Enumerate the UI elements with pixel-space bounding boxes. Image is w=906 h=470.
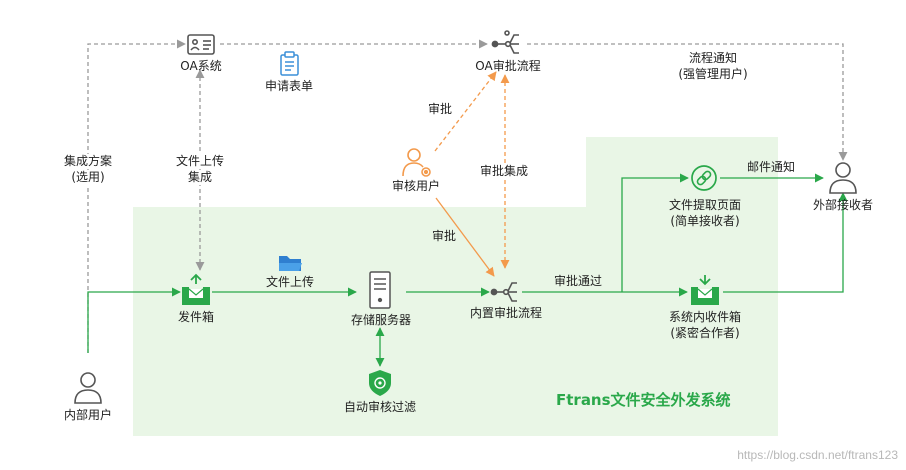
file-upload-label: 文件上传: [265, 275, 315, 289]
user-gear-icon: [402, 148, 431, 177]
system-zone: [133, 137, 778, 436]
flow-branch-icon-oa: [491, 30, 519, 54]
shield-target-icon: [369, 370, 391, 396]
watermark: https://blog.csdn.net/ftrans123: [737, 448, 898, 462]
builtin-approval-flow-label: 内置审批流程: [469, 306, 543, 320]
application-form-label: 申请表单: [264, 79, 314, 93]
file-pickup-page-sub-label: (简单接收者): [670, 214, 740, 228]
green-connectors: [87, 173, 848, 367]
auto-audit-filter-label: 自动审核过滤: [343, 400, 417, 414]
approve-mid-line: [435, 197, 495, 277]
external-receiver-label: 外部接收者: [812, 198, 874, 212]
oa-system-label: OA系统: [180, 59, 222, 73]
orange-connectors: [434, 71, 510, 277]
email-notice-label: 邮件通知: [746, 160, 796, 174]
integration-plan-label: 集成方案: [63, 154, 113, 169]
file-upload-integration-sub-label: 集成: [187, 170, 213, 185]
integration-plan-line: [87, 39, 186, 353]
system-name-label: Ftrans文件安全外发系统: [556, 391, 731, 409]
user-icon-internal: [74, 372, 102, 404]
file-pickup-page-label: 文件提取页面: [668, 198, 742, 212]
user-icon-external: [829, 162, 857, 194]
storage-server-label: 存储服务器: [350, 313, 412, 327]
system-inbox-sub-label: (紧密合作者): [670, 326, 740, 340]
process-notice-label: 流程通知: [688, 51, 738, 65]
approve-top-line: [434, 71, 497, 152]
internal-to-outbox-line: [87, 287, 181, 353]
process-notice-line: [527, 43, 848, 161]
system-inbox-label: 系统内收件箱: [668, 310, 742, 324]
approve-top-label: 审批: [428, 102, 453, 116]
inbox-to-receiver-line: [723, 192, 848, 293]
approver-user-label: 审核用户: [391, 179, 441, 193]
approval-passed-label: 审批通过: [553, 274, 603, 288]
integration-plan-sub-label: (选用): [71, 170, 105, 185]
file-upload-integration-label: 文件上传: [175, 154, 225, 169]
process-notice-sub-label: (强管理用户): [678, 67, 748, 81]
flow-branch-icon-builtin: [490, 282, 517, 302]
approval-integration-label: 审批集成: [480, 164, 529, 179]
clipboard-icon: [280, 51, 299, 76]
server-icon: [369, 271, 391, 309]
to-pickup-page-line: [621, 173, 689, 292]
mail-tray-down-icon: [691, 275, 719, 305]
id-card-icon: [187, 34, 215, 55]
link-icon: [691, 165, 717, 191]
folder-icon: [279, 256, 302, 271]
outbox-label: 发件箱: [177, 310, 215, 324]
oa-approval-flow-label: OA审批流程: [475, 59, 541, 73]
internal-user-label: 内部用户: [63, 408, 113, 422]
mail-tray-up-icon: [182, 273, 210, 305]
approve-mid-label: 审批: [432, 229, 457, 243]
